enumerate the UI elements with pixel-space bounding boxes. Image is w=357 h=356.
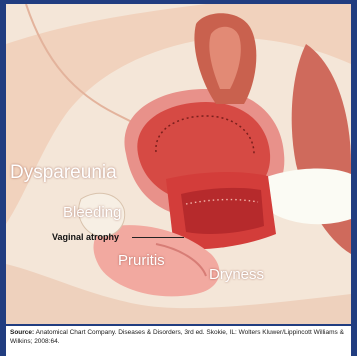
label-vaginal-atrophy: Vaginal atrophy	[52, 232, 119, 242]
label-dryness: Dryness	[209, 266, 264, 283]
source-prefix: Source:	[10, 329, 34, 336]
vaginal-atrophy-leader-line	[132, 237, 184, 238]
anatomy-illustration: Dyspareunia Bleeding Vaginal atrophy Pru…	[6, 4, 351, 324]
vaginal-canal	[181, 188, 264, 234]
label-dyspareunia: Dyspareunia	[10, 162, 117, 184]
label-pruritis: Pruritis	[118, 252, 165, 269]
source-citation: Source: Anatomical Chart Company. Diseas…	[6, 326, 351, 356]
label-bleeding: Bleeding	[63, 204, 121, 221]
source-text: Anatomical Chart Company. Diseases & Dis…	[10, 329, 344, 345]
